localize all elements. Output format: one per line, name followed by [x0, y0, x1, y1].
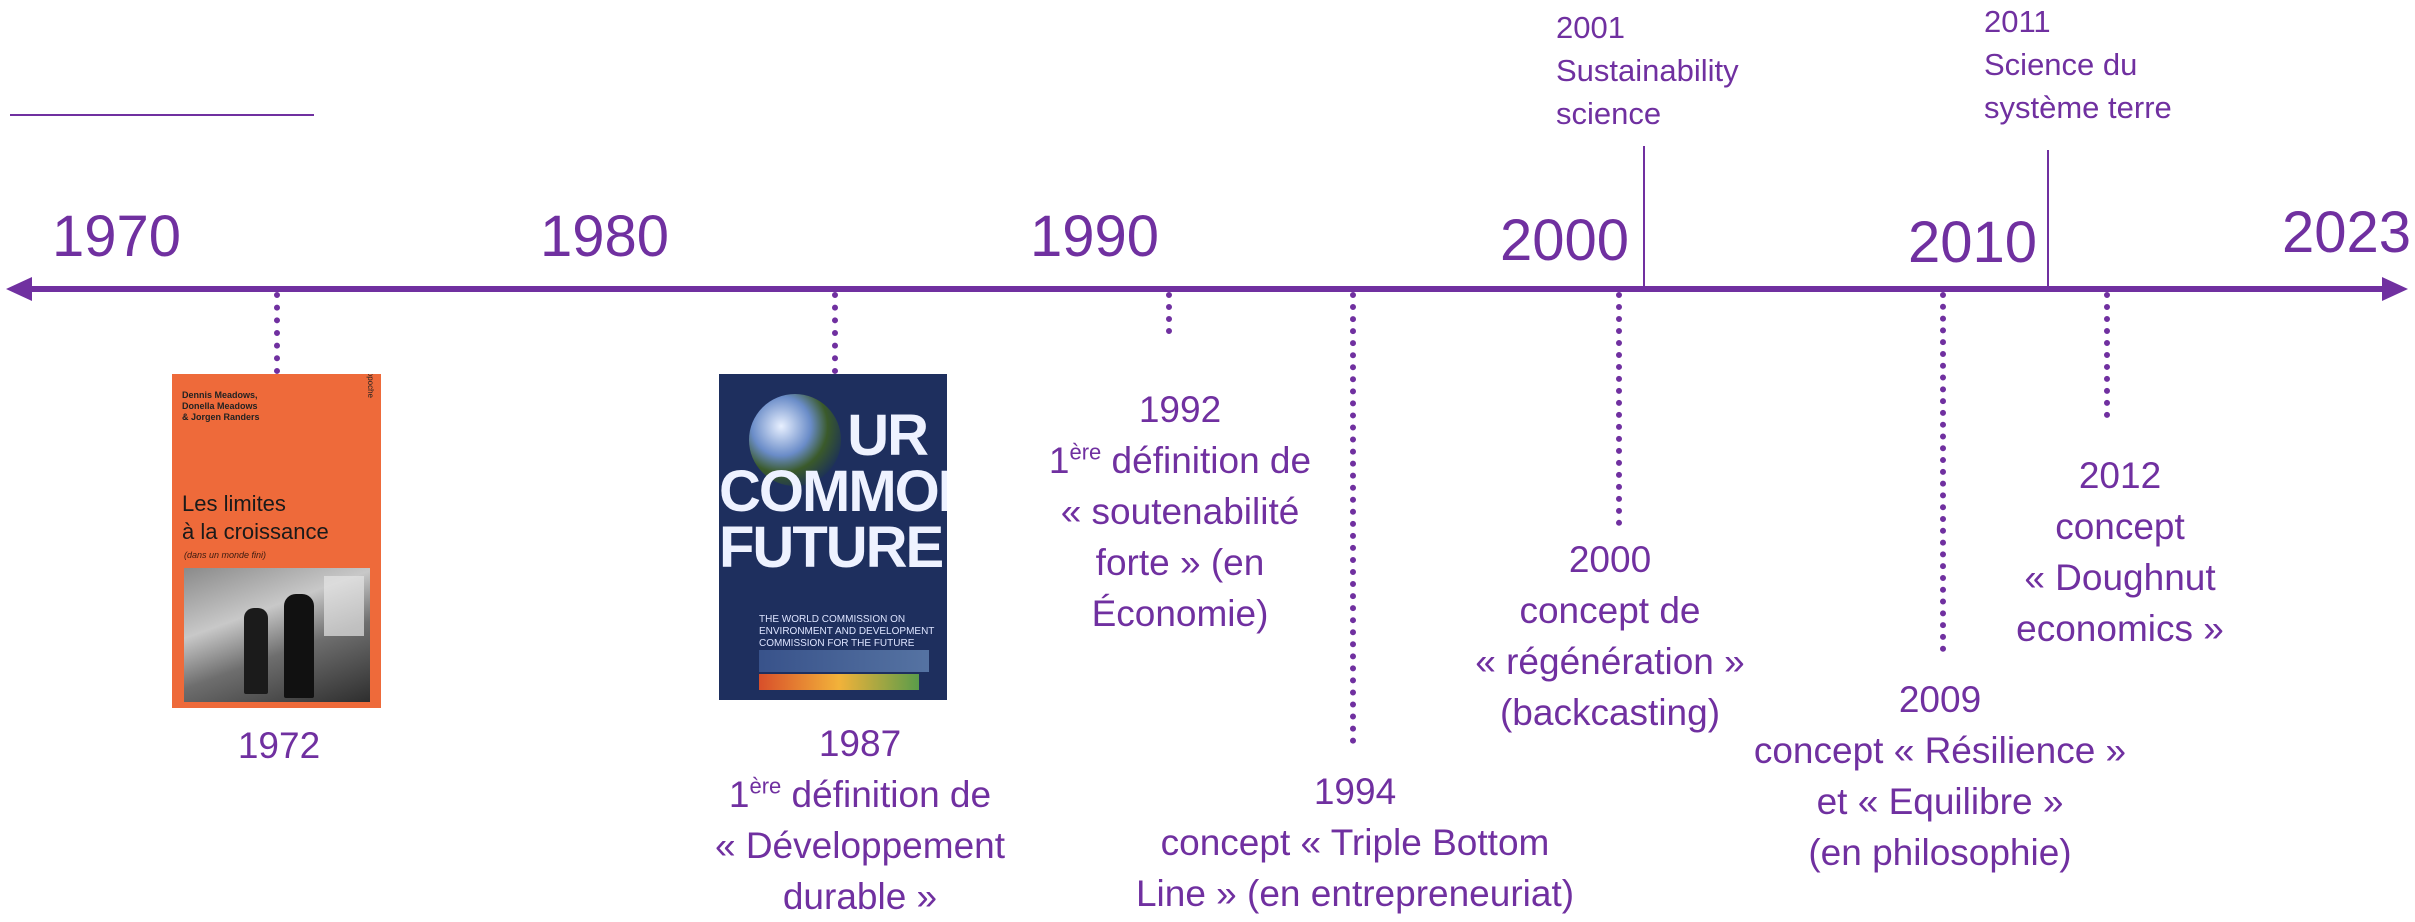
connector-2011 — [2047, 150, 2049, 286]
event-2012-label: 2012 concept « Doughnut economics » — [1980, 450, 2260, 654]
event-1994-line3: Line » (en entrepreneuriat) — [1135, 873, 1575, 914]
book-cover-limites-croissance: Dennis Meadows, Donella Meadows & Jorgen… — [172, 374, 381, 708]
event-2012-year: 2012 — [2078, 455, 2162, 496]
book1-subtitle: (dans un monde fini) — [184, 550, 267, 560]
book1-title: Les limites à la croissance — [182, 491, 329, 544]
event-2009-line2: concept « Résilience » — [1753, 730, 2127, 771]
event-2001-line1: Sustainability — [1556, 53, 1739, 88]
connector-1992 — [1166, 292, 1172, 334]
event-2011-label: 2011 Science du système terre — [1984, 0, 2172, 129]
book2-color-strip — [759, 674, 919, 690]
connector-2001 — [1643, 146, 1645, 286]
event-1987-year: 1987 — [818, 723, 902, 764]
connector-2000 — [1616, 292, 1622, 526]
book1-publisher: l'écopoche — [366, 374, 375, 398]
event-2009-year: 2009 — [1898, 679, 1982, 720]
event-1992-line1: 1ère définition de — [1048, 439, 1312, 481]
connector-1987 — [832, 292, 838, 374]
event-1992-label: 1992 1ère définition de « soutenabilité … — [960, 384, 1400, 639]
timeline-axis — [22, 286, 2388, 292]
axis-right-arrow — [2382, 277, 2408, 301]
connector-2009 — [1940, 292, 1946, 652]
event-1994-line2: concept « Triple Bottom — [1160, 822, 1550, 863]
connector-1994 — [1350, 292, 1356, 744]
decade-label-2000: 2000 — [1500, 208, 1630, 273]
earth-globe-image — [749, 394, 841, 486]
decade-label-1990: 1990 — [1030, 204, 1160, 269]
event-2000-label: 2000 concept de « régénération » (backca… — [1430, 534, 1790, 738]
book1-photo — [184, 568, 370, 702]
event-1992-line4: Économie) — [1091, 593, 1269, 634]
event-2000-line4: (backcasting) — [1499, 692, 1721, 733]
event-2000-year: 2000 — [1568, 539, 1652, 580]
book2-subtitle: THE WORLD COMMISSION ON ENVIRONMENT AND … — [759, 614, 935, 649]
event-1992-line2: « soutenabilité — [1060, 491, 1300, 532]
book2-title: UR COMMON FUTURE — [719, 403, 947, 580]
event-1987-line2: « Développement — [714, 825, 1006, 866]
event-2012-line3: « Doughnut — [2024, 557, 2216, 598]
book1-authors: Dennis Meadows, Donella Meadows & Jorgen… — [182, 390, 260, 422]
event-2012-line2: concept — [2055, 506, 2185, 547]
header-rule — [10, 114, 314, 116]
event-1994-year: 1994 — [1313, 771, 1397, 812]
event-2011-line1: Science du — [1984, 47, 2138, 82]
event-1994-label: 1994 concept « Triple Bottom Line » (en … — [1090, 766, 1620, 919]
book2-band — [759, 650, 929, 672]
event-2001-label: 2001 Sustainability science — [1556, 6, 1739, 135]
event-2001-line2: science — [1556, 96, 1662, 131]
event-2000-line2: concept de — [1519, 590, 1701, 631]
event-2009-label: 2009 concept « Résilience » et « Equilib… — [1740, 674, 2140, 878]
book1-photo-figure — [244, 608, 268, 694]
event-1972-label: 1972 — [194, 720, 364, 771]
axis-left-arrow — [6, 277, 32, 301]
event-1987-label: 1987 1ère définition de « Développement … — [640, 718, 1080, 922]
event-1992-line3: forte » (en — [1095, 542, 1265, 583]
event-2001-year: 2001 — [1556, 10, 1625, 45]
connector-1972 — [274, 292, 280, 374]
event-1987-line3: durable » — [782, 876, 938, 917]
event-1972-year: 1972 — [237, 725, 321, 766]
decade-label-2023: 2023 — [2282, 200, 2412, 265]
event-2009-line3: et « Equilibre » — [1816, 781, 2064, 822]
decade-label-1970: 1970 — [52, 204, 182, 269]
event-2011-line2: système terre — [1984, 90, 2172, 125]
event-2011-year: 2011 — [1984, 4, 2051, 39]
book1-photo-figure — [284, 594, 314, 698]
event-2009-line4: (en philosophie) — [1808, 832, 2072, 873]
event-2012-line4: economics » — [2016, 608, 2224, 649]
book-cover-our-common-future: UR COMMON FUTURE THE WORLD COMMISSION ON… — [719, 374, 947, 700]
event-1987-line1: 1ère définition de — [728, 773, 992, 815]
connector-2012 — [2104, 292, 2110, 418]
event-1992-year: 1992 — [1138, 389, 1222, 430]
book1-photo-window — [324, 576, 364, 636]
decade-label-1980: 1980 — [540, 204, 670, 269]
event-2000-line3: « régénération » — [1475, 641, 1745, 682]
decade-label-2010: 2010 — [1908, 210, 2038, 275]
